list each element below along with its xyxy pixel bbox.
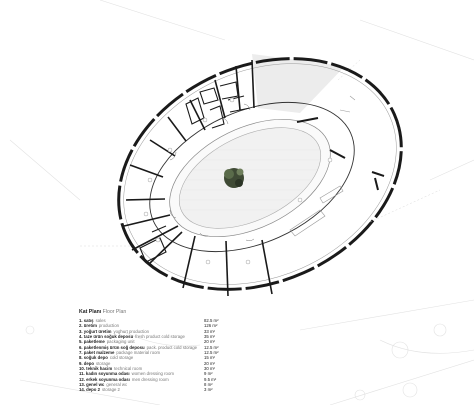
room-name-en: storage xyxy=(96,360,111,366)
room-name-tr: 13. genel wc xyxy=(79,382,105,388)
room-name-en: storage 2 xyxy=(102,387,120,393)
courtyard xyxy=(178,127,322,229)
room-name-en: yoghurt production xyxy=(113,328,150,334)
room-name-tr: 2. üretim xyxy=(79,323,97,329)
room-area: 35 m² xyxy=(204,334,215,340)
room-name-tr: 8. soğuk depo xyxy=(79,355,108,361)
room-name-tr: 10. teknik hacim xyxy=(79,366,113,372)
room-name-tr: 1. satış xyxy=(79,318,94,323)
room-area: 12.5 m² xyxy=(204,350,219,356)
legend-title-tr: Kat Planı xyxy=(79,309,102,315)
room-name-tr: 4. taze ürün soğuk deposu xyxy=(79,334,134,340)
room-name-tr: 5. paketleme xyxy=(79,339,105,345)
room-name-tr: 12. erkek soyunma odası xyxy=(79,376,130,382)
sales-area-walls xyxy=(296,117,385,191)
room-name-en: technical room xyxy=(114,366,143,372)
room-area: 8 m² xyxy=(204,382,213,388)
room-name-en: packaging unit xyxy=(106,339,135,345)
room-area: 3 m² xyxy=(204,387,213,393)
site-context-lines xyxy=(9,0,474,405)
courtyard-tree xyxy=(224,168,244,188)
room-area: 12.5 m² xyxy=(204,344,219,350)
room-name-tr: 14. depo 2 xyxy=(79,387,101,393)
room-area: 9.5 m² xyxy=(204,376,217,382)
room-area: 33 m² xyxy=(204,328,215,334)
guide-lines xyxy=(80,59,441,247)
room-name-en: pack. product cold storage xyxy=(146,344,198,350)
room-name-en: fresh product cold storage xyxy=(135,334,185,340)
room-name-tr: 9. depo xyxy=(79,360,95,366)
room-name-en: sales xyxy=(95,318,106,323)
room-area: 20 m² xyxy=(204,360,215,366)
room-area: 126 m² xyxy=(204,323,218,329)
room-name-en: production xyxy=(98,323,119,329)
room-name-en: women dressing room xyxy=(131,371,174,377)
room-area: 20 m² xyxy=(204,339,215,345)
outer-wall-thin xyxy=(123,63,397,285)
sales-counter xyxy=(289,95,356,237)
room-area: 15 m² xyxy=(204,355,215,361)
outdoor-paved-area xyxy=(252,54,345,113)
room-name-en: cold storage xyxy=(109,355,134,361)
room-markers xyxy=(143,97,333,265)
outer-wall xyxy=(117,57,403,291)
room-area: 30 m² xyxy=(204,366,215,372)
room-area: 9 m² xyxy=(204,371,213,377)
room-name-en: general wc xyxy=(106,382,128,388)
legend-title: Kat Planı Floor Plan xyxy=(79,309,309,315)
room-name-en: men dressing room xyxy=(131,376,169,382)
room-name-tr: 7. paket malzeme xyxy=(79,350,115,356)
room-name-tr: 6. paketlenmiş ürün soğ deposu xyxy=(79,344,145,350)
legend-title-en: Floor Plan xyxy=(102,309,127,315)
room-name-en: package material room xyxy=(116,350,161,356)
room-name-tr: 11. kadın soyunma odası xyxy=(79,371,130,377)
room-name-tr: 3. yoğurt üretim xyxy=(79,328,112,334)
room-area: 82.5 m² xyxy=(204,318,219,323)
